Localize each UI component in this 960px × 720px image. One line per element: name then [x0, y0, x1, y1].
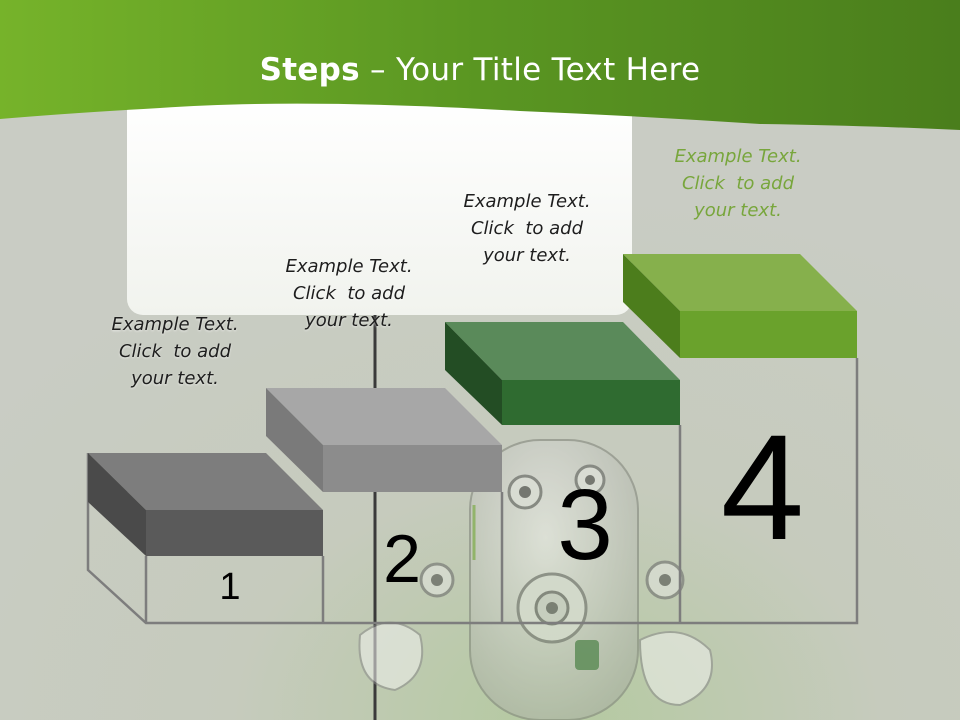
- caption-line: Example Text.: [674, 146, 802, 167]
- caption-line: your text.: [305, 310, 393, 331]
- step-2-block: [266, 388, 502, 492]
- step-1-block: [88, 453, 323, 556]
- step-2-caption[interactable]: Example Text. Click to add your text.: [254, 253, 444, 334]
- staircase-outline: [86, 358, 859, 625]
- step-4-caption[interactable]: Example Text. Click to add your text.: [643, 143, 833, 224]
- step-4-block: [623, 254, 857, 358]
- caption-line: Example Text.: [285, 256, 413, 277]
- caption-line: your text.: [694, 200, 782, 221]
- robot-illustration: [358, 439, 713, 720]
- caption-line: your text.: [483, 245, 571, 266]
- caption-line: Click to add: [292, 283, 405, 304]
- caption-line: Click to add: [470, 218, 583, 239]
- caption-line: your text.: [131, 368, 219, 389]
- step-1-number: 1: [219, 566, 241, 608]
- title-rest: – Your Title Text Here: [359, 52, 701, 88]
- step-1-caption[interactable]: Example Text. Click to add your text.: [80, 311, 270, 392]
- caption-line: Click to add: [681, 173, 794, 194]
- page-title: Steps – Your Title Text Here: [0, 52, 960, 88]
- sign-board: [127, 95, 632, 315]
- step-3-caption[interactable]: Example Text. Click to add your text.: [432, 188, 622, 269]
- step-3-block: [445, 322, 680, 425]
- step-3-number: 3: [557, 469, 613, 581]
- caption-line: Example Text.: [463, 191, 591, 212]
- step-2-number: 2: [383, 521, 421, 597]
- title-bold: Steps: [259, 52, 360, 88]
- caption-line: Example Text.: [111, 314, 239, 335]
- caption-line: Click to add: [118, 341, 231, 362]
- header-band: [0, 0, 960, 130]
- step-4-number: 4: [720, 403, 805, 571]
